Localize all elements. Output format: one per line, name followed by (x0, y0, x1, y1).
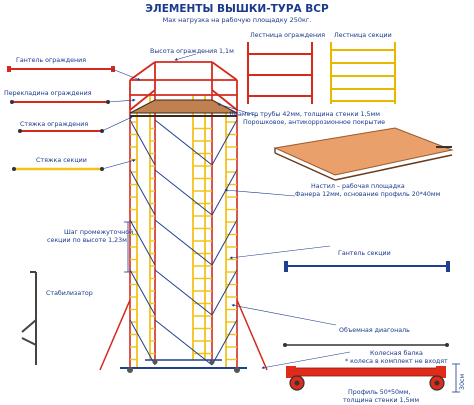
label-wheel-beam: Колесная балка (370, 350, 423, 357)
label-step-1: Шаг промежуточной (64, 229, 134, 236)
section-brace-part (12, 167, 104, 171)
guardrail-dumbbell-part (7, 66, 115, 72)
label-stabilizer: Стабилизатор (46, 290, 93, 297)
label-section-ladder: Лестница секции (334, 32, 392, 39)
section-ladder-part (330, 42, 396, 104)
guardrail-ladder-part (247, 42, 313, 104)
label-section-brace: Стяжка секции (36, 157, 87, 164)
guardrail-brace-part (18, 129, 104, 133)
stabilizer-part (21, 271, 37, 365)
label-platform-spec: Фанера 12мм, основание профиль 20*40мм (295, 191, 441, 198)
label-guardrail-crossbar: Перекладина ограждения (4, 90, 92, 97)
label-profile: Профиль 50*50мм, (348, 389, 411, 396)
tower (99, 61, 268, 373)
guardrail-crossbar-part (10, 100, 110, 104)
label-section-dumbbell: Гантель секции (338, 250, 391, 257)
page-subtitle: Max нагрузка на рабочую площадку 250кг. (162, 16, 312, 24)
volume-diagonal-part (283, 343, 449, 347)
label-guardrail-dumbbell: Гантель ограждения (16, 57, 87, 64)
label-wheels-note: * колеса в комплект не входят (345, 358, 448, 365)
dimension-30cm (452, 363, 460, 393)
label-guardrail-height: Высота ограждения 1,1м (150, 48, 234, 55)
page-title: ЭЛЕМЕНТЫ ВЫШКИ-ТУРА ВСР (145, 3, 329, 15)
wheel-beam-part (286, 366, 446, 391)
section-dumbbell-part (284, 261, 450, 272)
label-pipe-diameter: Диаметр трубы 42мм, толщина стенки 1,5мм (229, 111, 381, 118)
label-platform: Настил – рабочая площадка (311, 183, 405, 190)
platform-part (273, 127, 454, 181)
label-coating: Порошковое, антикоррозионное покрытие (243, 119, 386, 126)
label-wall-thickness: толщина стенки 1,5мм (343, 397, 420, 404)
label-guardrail-brace: Стяжка ограждения (20, 121, 89, 128)
label-dimension: 30см (459, 373, 466, 390)
label-step-2: секции по высоте 1,23м (47, 237, 127, 244)
label-guardrail-ladder: Лестница ограждения (250, 32, 326, 39)
label-volume-diagonal: Объемная диагональ (339, 327, 410, 334)
